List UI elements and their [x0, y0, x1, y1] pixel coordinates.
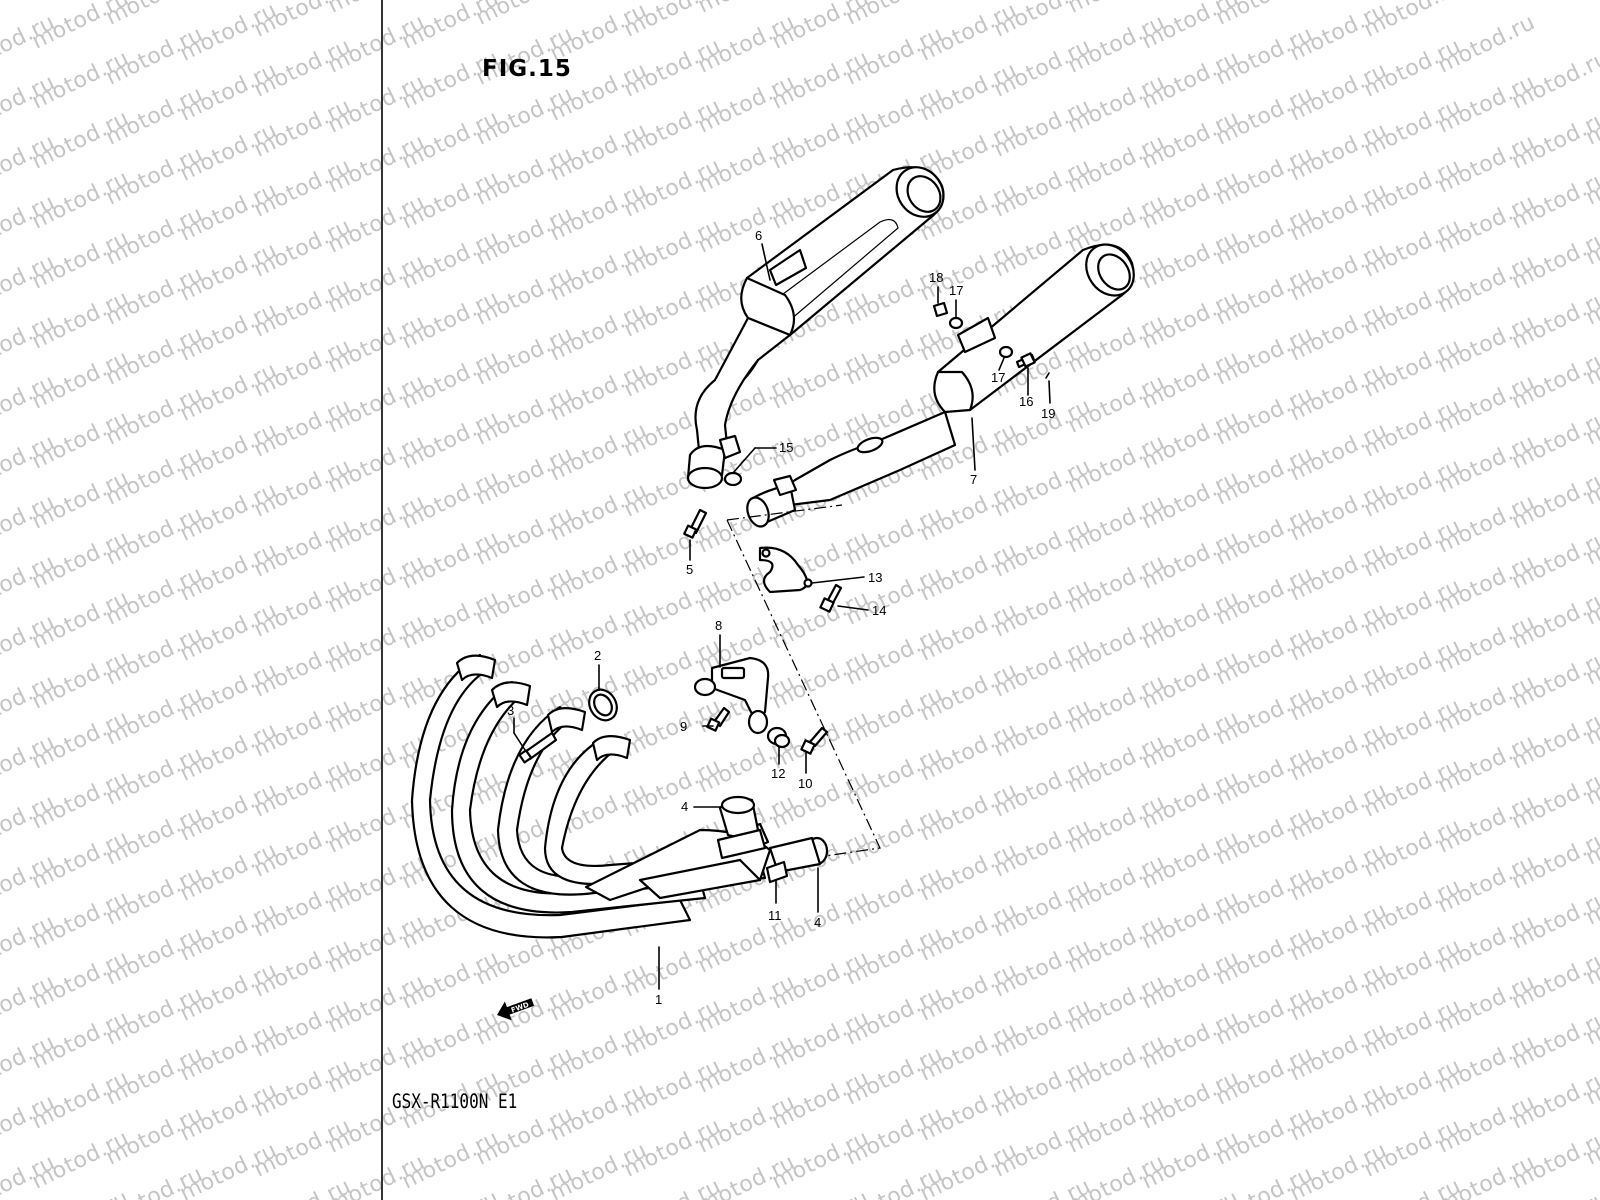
callout-19: 19 — [1041, 406, 1055, 421]
part-8-bracket[interactable] — [693, 656, 770, 735]
callout-4-upper: 4 — [681, 799, 688, 814]
part-17-washer-upper[interactable] — [948, 316, 964, 330]
part-4-clamp-upper[interactable] — [716, 795, 767, 860]
part-17-washer-lower[interactable] — [998, 345, 1014, 359]
part-12-washer[interactable] — [766, 726, 791, 749]
callout-5: 5 — [686, 562, 693, 577]
callout-2: 2 — [594, 648, 601, 663]
part-6-left-muffler[interactable] — [686, 158, 953, 490]
callout-10: 10 — [798, 776, 812, 791]
part-11-nut[interactable] — [765, 860, 789, 884]
part-2-gasket[interactable] — [584, 685, 623, 726]
callout-6: 6 — [755, 228, 762, 243]
part-9-bolt[interactable] — [706, 706, 731, 732]
leader-lines — [513, 243, 1051, 990]
callout-16: 16 — [1019, 394, 1033, 409]
figure-title: FIG.15 — [482, 56, 572, 82]
callout-8: 8 — [715, 618, 722, 633]
callout-3: 3 — [507, 703, 514, 718]
fwd-label: FWD — [510, 1001, 530, 1015]
part-10-bolt[interactable] — [800, 726, 829, 755]
part-15-washer[interactable] — [723, 471, 743, 487]
callout-9: 9 — [680, 719, 687, 734]
part-1-header-pipes[interactable] — [410, 653, 829, 939]
part-18-nut[interactable] — [932, 301, 949, 318]
callout-12: 12 — [771, 766, 785, 781]
part-5-bolt[interactable] — [683, 508, 708, 539]
part-13-bracket[interactable] — [758, 546, 813, 594]
callout-1: 1 — [655, 992, 662, 1007]
part-7-right-muffler[interactable] — [743, 235, 1143, 529]
callout-17-upper: 17 — [949, 283, 963, 298]
callout-14: 14 — [872, 603, 886, 618]
part-16-bolt[interactable] — [1015, 352, 1036, 369]
model-label: GSX-R1100N E1 — [392, 1090, 518, 1113]
callout-17-lower: 17 — [991, 370, 1005, 385]
callout-13: 13 — [868, 570, 882, 585]
callout-4-lower: 4 — [814, 915, 821, 930]
callout-18: 18 — [929, 270, 943, 285]
reference-dash-line — [726, 504, 881, 857]
margin-line — [381, 0, 383, 1200]
callout-7: 7 — [970, 472, 977, 487]
fwd-arrow-icon: FWD — [497, 998, 535, 1021]
part-14-bolt[interactable] — [819, 583, 843, 613]
part-3-bolt[interactable] — [518, 731, 558, 764]
callout-labels: 1 2 3 4 4 5 6 7 8 9 10 11 12 13 14 15 16… — [507, 228, 1055, 1007]
callout-15: 15 — [779, 440, 793, 455]
part-19-pin[interactable] — [1045, 372, 1050, 379]
callout-11: 11 — [768, 908, 782, 923]
